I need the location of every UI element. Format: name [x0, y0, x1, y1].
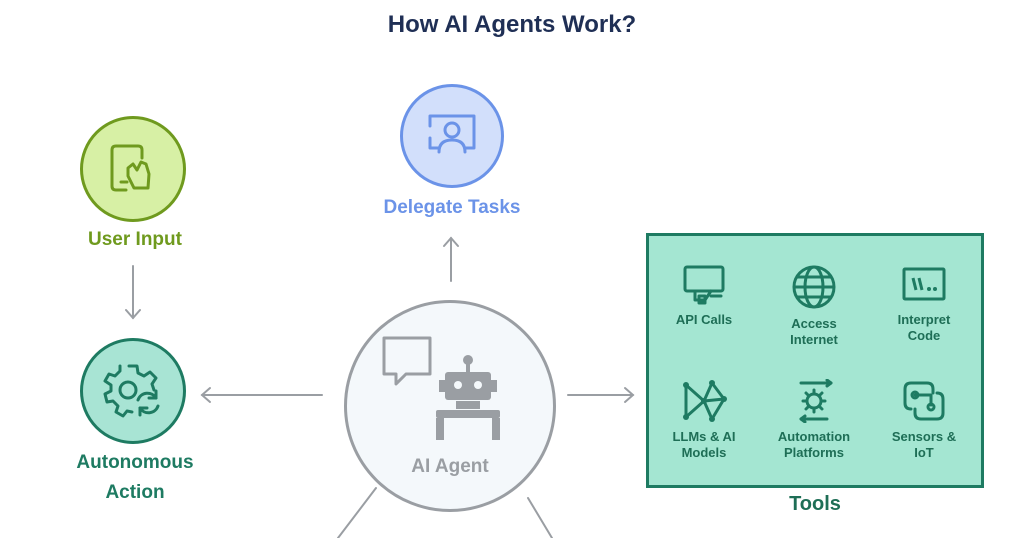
arrow-agent-to-delegate — [443, 236, 459, 282]
terminal-icon — [902, 267, 946, 301]
monitor-api-icon — [683, 265, 725, 305]
tool-api-calls: API Calls — [649, 264, 759, 328]
tool-label-iot: IoT — [914, 445, 934, 460]
diagram-title: How AI Agents Work? — [387, 11, 637, 38]
user-input-node — [80, 116, 186, 222]
tablet-touch-icon — [110, 144, 151, 192]
tool-access-internet: Access Internet — [759, 264, 869, 348]
tool-label-code: Code — [907, 328, 941, 343]
autonomous-action-label: Autonomous Action — [40, 448, 230, 508]
automation-gear-icon — [799, 379, 833, 423]
presenter-screen-icon — [428, 114, 476, 154]
delegate-tasks-label: Delegate Tasks — [383, 197, 521, 218]
arrow-user-to-action — [125, 265, 141, 320]
tool-label-access: Access — [791, 316, 837, 331]
tools-panel: API Calls Access Internet — [646, 233, 984, 488]
ai-agent-label: AI Agent — [411, 456, 489, 477]
tools-label: Tools — [789, 493, 841, 515]
tool-automation-platforms: Automation Platforms — [759, 379, 869, 461]
user-input-label: User Input — [88, 229, 182, 250]
arrow-agent-to-action — [200, 387, 323, 403]
tool-label-interpret: Interpret — [897, 312, 951, 327]
tool-label-api-calls: API Calls — [675, 312, 733, 327]
sensor-icon — [903, 381, 945, 421]
tool-label-models: Models — [681, 445, 727, 460]
tool-label-automation: Automation — [777, 429, 851, 444]
tool-llms-ai-models: LLMs & AI Models — [649, 379, 759, 461]
autonomous-action-label-line1: Autonomous — [76, 452, 194, 473]
autonomous-action-node — [80, 338, 186, 444]
tool-label-sensors: Sensors & — [891, 429, 957, 444]
link-agent-bottom-left — [337, 487, 377, 538]
arrow-agent-to-tools — [567, 387, 635, 403]
delegate-tasks-node — [400, 84, 504, 188]
link-agent-bottom-right — [527, 497, 553, 538]
autonomous-action-label-line2: Action — [105, 482, 165, 503]
ai-agent-node — [344, 300, 556, 512]
tool-sensors-iot: Sensors & IoT — [869, 379, 979, 461]
tool-label-llms: LLMs & AI — [672, 429, 736, 444]
network-graph-icon — [683, 380, 727, 422]
robot-chat-icon — [382, 336, 500, 440]
tool-label-internet: Internet — [790, 332, 838, 347]
tool-interpret-code: Interpret Code — [869, 264, 979, 344]
tool-label-platforms: Platforms — [784, 445, 844, 460]
globe-icon — [792, 265, 836, 309]
gear-refresh-icon — [103, 364, 160, 418]
